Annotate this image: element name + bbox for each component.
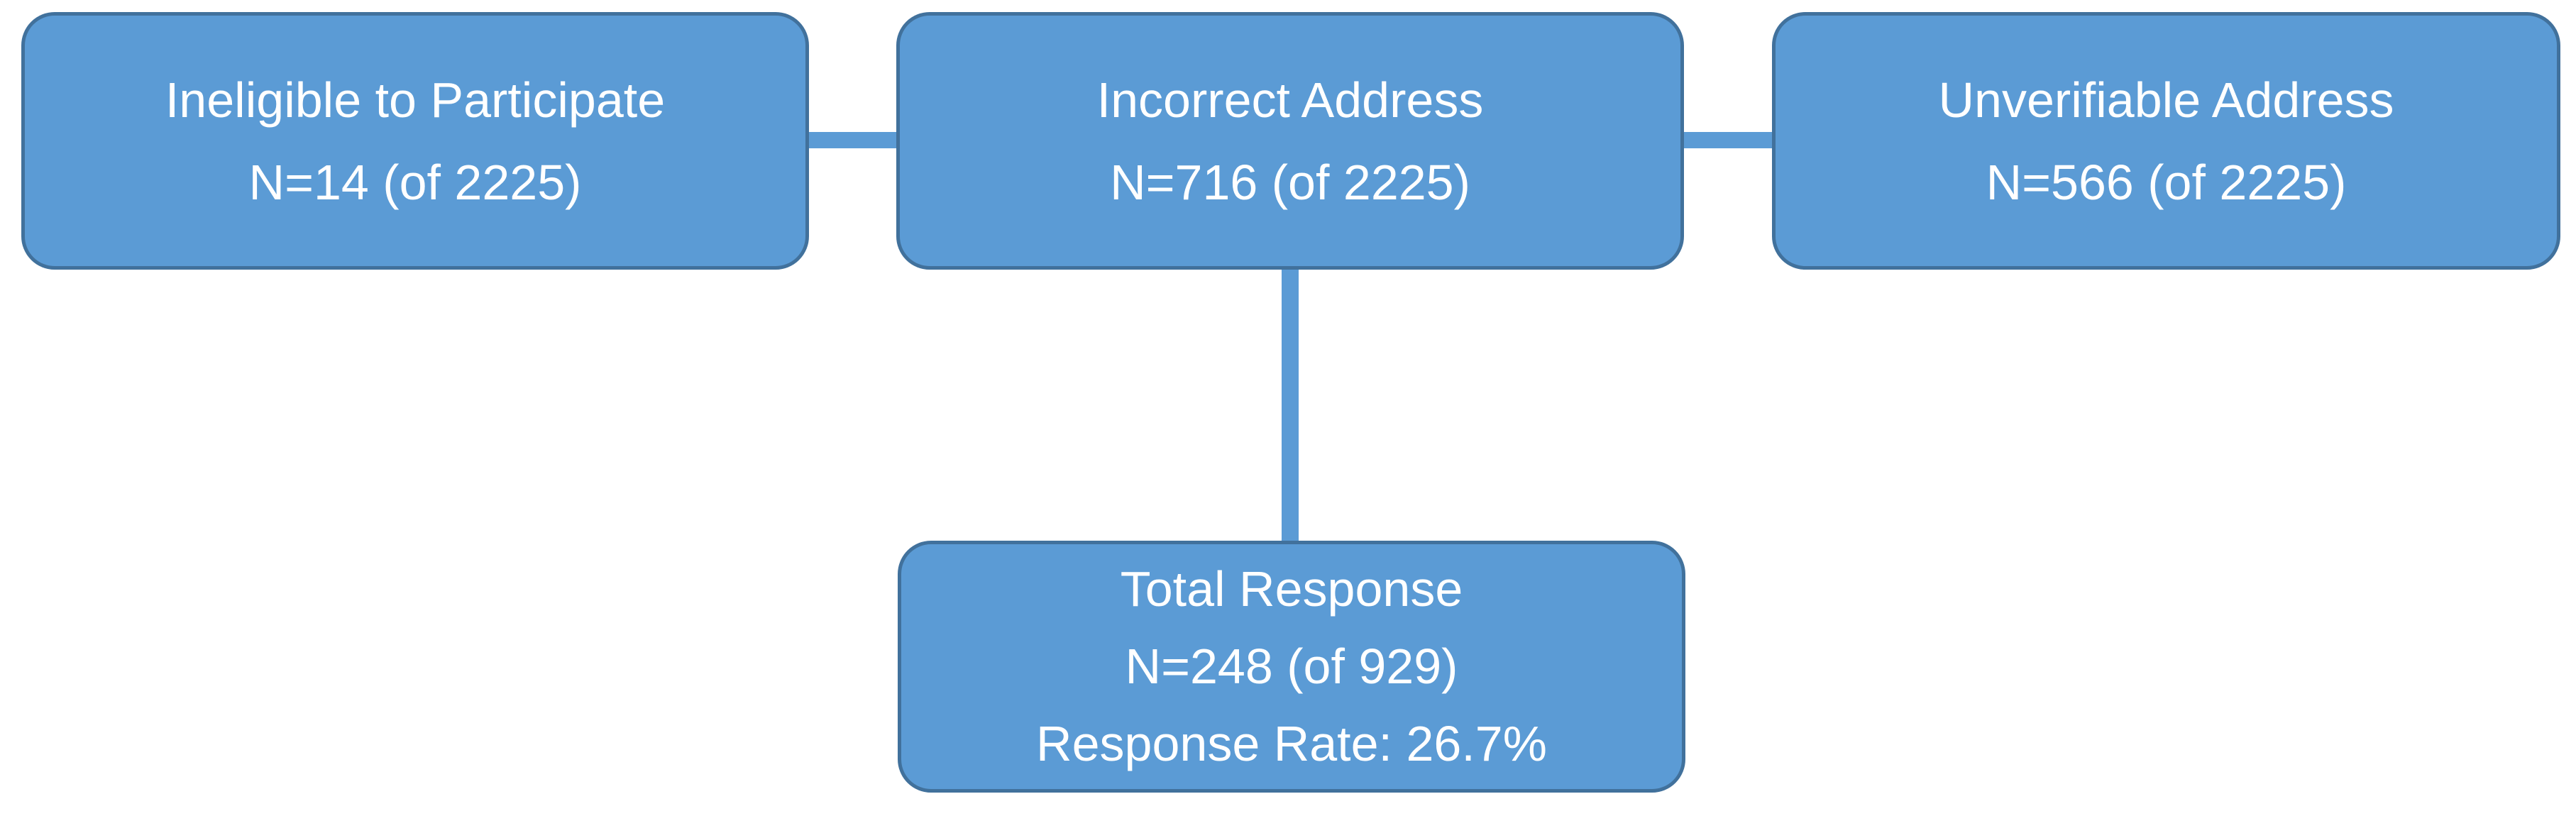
node-count: N=248 (of 929) xyxy=(1125,639,1458,694)
node-total-response: Total Response N=248 (of 929) Response R… xyxy=(898,541,1685,793)
connector-ineligible-incorrect xyxy=(808,132,898,148)
connector-incorrect-unverifiable xyxy=(1683,132,1773,148)
node-count: N=716 (of 2225) xyxy=(1110,154,1470,210)
node-count: N=566 (of 2225) xyxy=(1986,154,2347,210)
node-ineligible-to-participate: Ineligible to Participate N=14 (of 2225) xyxy=(21,12,809,270)
node-count: N=14 (of 2225) xyxy=(248,154,582,210)
node-title: Incorrect Address xyxy=(1096,72,1484,128)
node-title: Unverifiable Address xyxy=(1938,72,2394,128)
node-title: Ineligible to Participate xyxy=(165,72,666,128)
node-incorrect-address: Incorrect Address N=716 (of 2225) xyxy=(896,12,1684,270)
connector-incorrect-total xyxy=(1282,268,1299,542)
node-response-rate: Response Rate: 26.7% xyxy=(1036,716,1547,771)
node-title: Total Response xyxy=(1120,561,1463,617)
node-unverifiable-address: Unverifiable Address N=566 (of 2225) xyxy=(1772,12,2560,270)
